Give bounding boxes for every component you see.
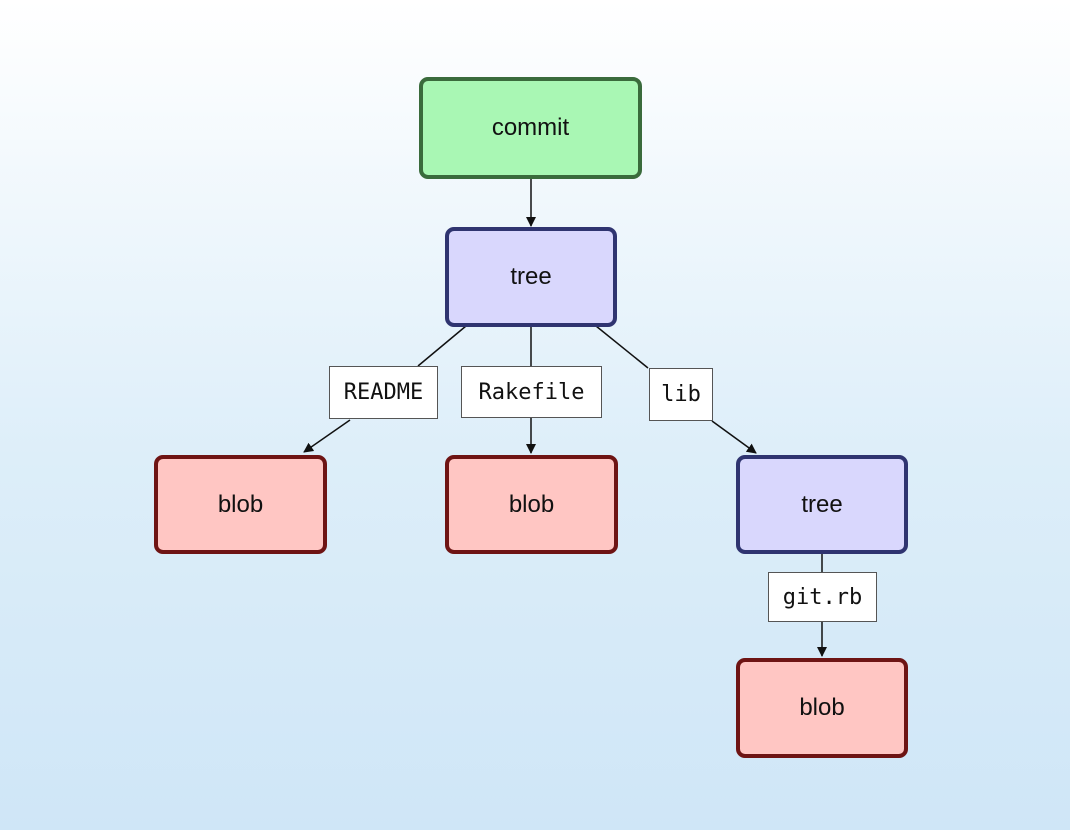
commit-node-label: commit xyxy=(491,114,570,141)
edge-tree-readme-lower xyxy=(303,419,351,453)
root-tree-node: tree xyxy=(445,227,617,327)
readme-blob-node: blob xyxy=(154,455,327,554)
edge-tree-readme-upper xyxy=(417,325,467,367)
readme-blob-node-label: blob xyxy=(217,490,264,518)
edge-label-readme: README xyxy=(329,366,438,419)
edge-label-gitrb: git.rb xyxy=(768,572,877,622)
rakefile-blob-node-label: blob xyxy=(508,490,555,518)
rakefile-blob-node: blob xyxy=(445,455,618,554)
lib-tree-node-label: tree xyxy=(801,490,843,518)
root-tree-node-label: tree xyxy=(510,263,552,290)
commit-node: commit xyxy=(419,77,642,179)
gitrb-blob-node: blob xyxy=(736,658,908,758)
edge-tree-lib-upper xyxy=(595,325,649,369)
edge-tree-lib-lower xyxy=(711,420,757,454)
lib-tree-node: tree xyxy=(736,455,908,554)
edge-label-rakefile: Rakefile xyxy=(461,366,602,418)
gitrb-blob-node-label: blob xyxy=(799,694,845,721)
edge-label-lib: lib xyxy=(649,368,713,421)
